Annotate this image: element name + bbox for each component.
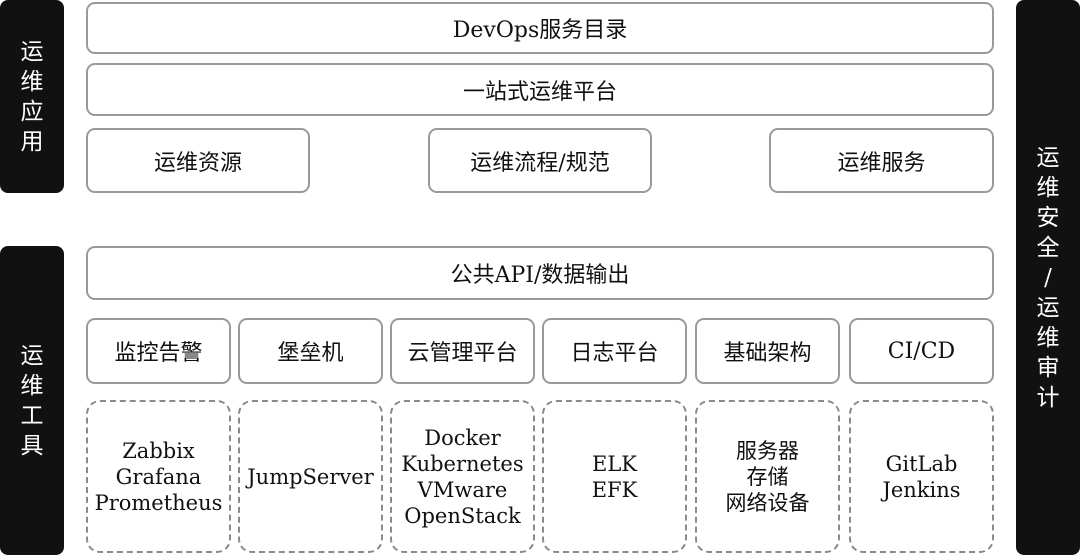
- tool-category-label: 云管理平台: [407, 341, 518, 366]
- tool-item: Grafana: [115, 464, 202, 489]
- ops-process-label: 运维流程/规范: [470, 150, 610, 176]
- public-api-box: 公共API/数据输出: [86, 246, 994, 300]
- devops-service-catalog-label: DevOps服务目录: [452, 18, 628, 43]
- tool-category-label: 堡垒机: [277, 341, 344, 366]
- tool-items-bastion: JumpServer: [238, 400, 383, 553]
- tool-category-monitoring: 监控告警: [86, 318, 231, 384]
- devops-service-catalog: DevOps服务目录: [86, 2, 994, 54]
- tool-item: JumpServer: [247, 464, 374, 489]
- tool-items-cloud: Docker Kubernetes VMware OpenStack: [390, 400, 535, 553]
- ops-resources-label: 运维资源: [153, 150, 242, 176]
- tool-item: OpenStack: [404, 503, 521, 528]
- tool-item: 网络设备: [725, 490, 810, 515]
- public-api-label: 公共API/数据输出: [450, 263, 630, 288]
- tool-category-cloud: 云管理平台: [390, 318, 535, 384]
- ops-services-box: 运维服务: [769, 128, 994, 193]
- tool-item: EFK: [591, 477, 638, 502]
- tool-items-cicd: GitLab Jenkins: [849, 400, 994, 553]
- one-stop-ops-platform: 一站式运维平台: [86, 63, 994, 116]
- tool-item: Prometheus: [94, 490, 223, 515]
- tool-item: Kubernetes: [401, 451, 524, 476]
- tool-item: 存储: [746, 464, 789, 489]
- ops-services-label: 运维服务: [837, 150, 926, 176]
- tool-category-bastion: 堡垒机: [238, 318, 383, 384]
- one-stop-ops-platform-label: 一站式运维平台: [462, 79, 617, 105]
- tool-category-label: 日志平台: [570, 341, 659, 366]
- sidebar-ops-tools-label: 运 维 工 具: [20, 342, 44, 459]
- tool-category-label: 监控告警: [114, 341, 203, 366]
- sidebar-app-ops: 运 维 应 用: [0, 0, 64, 193]
- tool-item: ELK: [592, 451, 637, 476]
- tool-item: Jenkins: [882, 477, 961, 502]
- tool-items-monitoring: Zabbix Grafana Prometheus: [86, 400, 231, 553]
- sidebar-security-audit: 运 维 安 全 / 运 维 审 计: [1016, 0, 1080, 555]
- tool-category-label: 基础架构: [723, 341, 812, 366]
- tool-category-cicd: CI/CD: [849, 318, 994, 384]
- tool-item: GitLab: [885, 451, 958, 476]
- tool-category-label: CI/CD: [887, 338, 956, 364]
- sidebar-ops-tools: 运 维 工 具: [0, 246, 64, 555]
- tool-category-infrastructure: 基础架构: [695, 318, 840, 384]
- ops-resources-box: 运维资源: [86, 128, 310, 193]
- tool-items-infrastructure: 服务器 存储 网络设备: [695, 400, 840, 553]
- tool-category-logging: 日志平台: [542, 318, 687, 384]
- ops-process-box: 运维流程/规范: [428, 128, 652, 193]
- tool-item: Zabbix: [122, 438, 195, 463]
- tool-item: 服务器: [736, 438, 799, 463]
- tool-item: VMware: [417, 477, 508, 502]
- sidebar-app-ops-label: 运 维 应 用: [20, 38, 44, 155]
- tool-item: Docker: [424, 425, 501, 450]
- tool-items-logging: ELK EFK: [542, 400, 687, 553]
- sidebar-security-audit-label: 运 维 安 全 / 运 维 审 计: [1036, 144, 1060, 411]
